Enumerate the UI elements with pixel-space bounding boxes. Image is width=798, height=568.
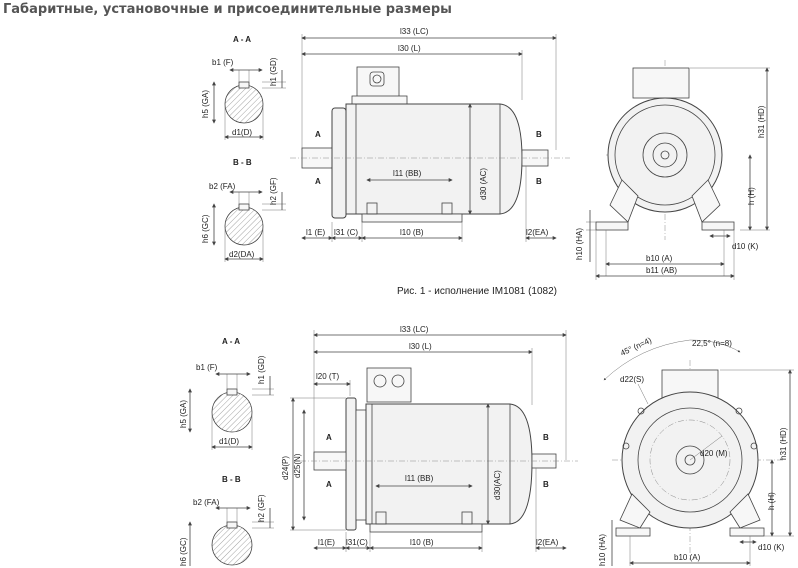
page-heading: Габаритные, установочные и присоединител… — [3, 2, 452, 17]
dim-l20: l20 (T) — [316, 372, 339, 381]
dim-b2: b2 (FA) — [209, 182, 236, 191]
dim-l31: l31 (C) — [334, 228, 358, 237]
section-bb-1: B - B b2 (FA) h2 (GF) h6 (GC) d2(DA) — [201, 158, 286, 262]
dim-b1: b1 (F) — [212, 58, 234, 67]
figure-2: A - A b1 (F) h1 (GD) h5 (GA) d1(D) B - B… — [179, 325, 794, 566]
dim-b1: b1 (F) — [196, 363, 218, 372]
shaft-cross-section — [224, 84, 264, 124]
dim-h1: h1 (GD) — [257, 355, 266, 384]
dim-h5: h5 (GA) — [201, 90, 210, 118]
terminal-box — [366, 367, 412, 403]
terminal-box — [356, 66, 400, 98]
dim-l10: l10 (B) — [410, 538, 434, 547]
motor-side-view-1: l33 (LC) l30 (L) A A B — [290, 27, 570, 242]
dim-l31: l31(C) — [346, 538, 368, 547]
dim-l1: l1 (E) — [306, 228, 325, 237]
dim-b2: b2 (FA) — [193, 498, 220, 507]
motor-foot — [361, 213, 463, 223]
figure-caption-1: Рис. 1 - исполнение IM1081 (1082) — [397, 286, 557, 297]
section-mark-b-bottom: B — [543, 480, 549, 489]
motor-foot — [369, 523, 483, 533]
section-mark-b-top: B — [543, 433, 549, 442]
key-slot — [238, 81, 250, 89]
section-aa-label: A - A — [233, 35, 251, 44]
section-mark-a-bottom: A — [326, 480, 332, 489]
dim-h10: h10 (HA) — [598, 534, 607, 566]
section-bb-label: B - B — [233, 158, 252, 167]
section-mark-b-top: B — [536, 130, 542, 139]
dim-d1: d1(D) — [219, 437, 239, 446]
dim-d30: d30 (AC) — [479, 168, 488, 200]
section-aa-2: A - A b1 (F) h1 (GD) h5 (GA) d1(D) — [179, 337, 274, 450]
motor-body — [365, 403, 533, 525]
section-bb-2: B - B b2 (FA) h2 (GF) h6 (GC) — [179, 475, 274, 566]
dim-l11: l11 (BB) — [393, 169, 422, 178]
shaft-cross-section — [211, 391, 253, 433]
motor-side-view-2: l33 (LC) l30 (L) l20 (T) A A B — [281, 325, 578, 552]
dim-d30: d30(AC) — [493, 470, 502, 500]
dim-d10: d10 (K) — [758, 543, 785, 552]
dim-h2: h2 (GF) — [257, 494, 266, 522]
section-aa-label: A - A — [222, 337, 240, 346]
terminal-box-front — [632, 67, 690, 99]
shaft-cross-section — [224, 206, 264, 246]
dim-d25: d25(N) — [293, 453, 302, 478]
dim-h6: h6 (GC) — [201, 214, 210, 243]
dim-h6: h6 (GC) — [179, 537, 188, 566]
dim-b10: b10 (A) — [674, 553, 701, 562]
dim-h31: h31 (HD) — [757, 105, 766, 138]
dim-h5: h5 (GA) — [179, 400, 188, 428]
flange — [345, 397, 357, 531]
dim-h: h (H) — [747, 187, 756, 205]
motor-front-view-1: h31 (HD) h (H) h10 (HA) d10 (K) b10 (A) … — [575, 60, 770, 280]
foot-right — [729, 527, 765, 537]
dim-l2: l2(EA) — [536, 538, 559, 547]
dim-l1: l1(E) — [318, 538, 335, 547]
endshield-outer — [607, 97, 723, 213]
dim-d10: d10 (K) — [732, 242, 759, 251]
dim-b10: b10 (A) — [646, 254, 673, 263]
angle-45: 45° (n=4) — [619, 335, 653, 357]
dim-l30: l30 (L) — [409, 342, 432, 351]
section-mark-a-bottom: A — [315, 177, 321, 186]
dim-d1: d1(D) — [232, 128, 252, 137]
dim-l2: l2(EA) — [526, 228, 549, 237]
section-aa-1: A - A b1 (F) h1 (GD) h5 (GA) d1(D) — [201, 35, 286, 140]
foot-left — [615, 527, 651, 537]
dim-h31: h31 (HD) — [779, 427, 788, 460]
angle-22: 22,5° (n=8) — [692, 339, 732, 348]
motor-body — [345, 103, 523, 215]
dim-h: h (H) — [767, 492, 776, 510]
section-bb-label: B - B — [222, 475, 241, 484]
dim-l11: l11 (BB) — [405, 474, 434, 483]
shaft-cross-section — [211, 524, 253, 566]
dim-b11: b11 (AB) — [646, 266, 677, 275]
dim-l10: l10 (B) — [400, 228, 424, 237]
dim-d22: d22(S) — [620, 375, 644, 384]
dim-l33: l33 (LC) — [400, 27, 429, 36]
section-mark-b-bottom: B — [536, 177, 542, 186]
dim-l30: l30 (L) — [398, 44, 421, 53]
foot-left — [609, 179, 639, 223]
figure-1: A - A b1 (F) h1 (GD) h5 (GA) d1(D) B - B… — [201, 27, 770, 297]
dim-h1: h1 (GD) — [269, 57, 278, 86]
dim-h2: h2 (GF) — [269, 177, 278, 205]
foot-right — [691, 179, 721, 223]
motor-front-view-2: 45° (n=4) 22,5° (n=8) d22(S) d20 (M) h31… — [598, 335, 794, 566]
dim-d24: d24(P) — [281, 456, 290, 480]
section-mark-a-top: A — [315, 130, 321, 139]
dim-d20: d20 (M) — [700, 449, 728, 458]
dim-h10: h10 (HA) — [575, 228, 584, 260]
dim-d2: d2(DA) — [229, 250, 255, 259]
section-mark-a-top: A — [326, 433, 332, 442]
dim-l33: l33 (LC) — [400, 325, 429, 334]
